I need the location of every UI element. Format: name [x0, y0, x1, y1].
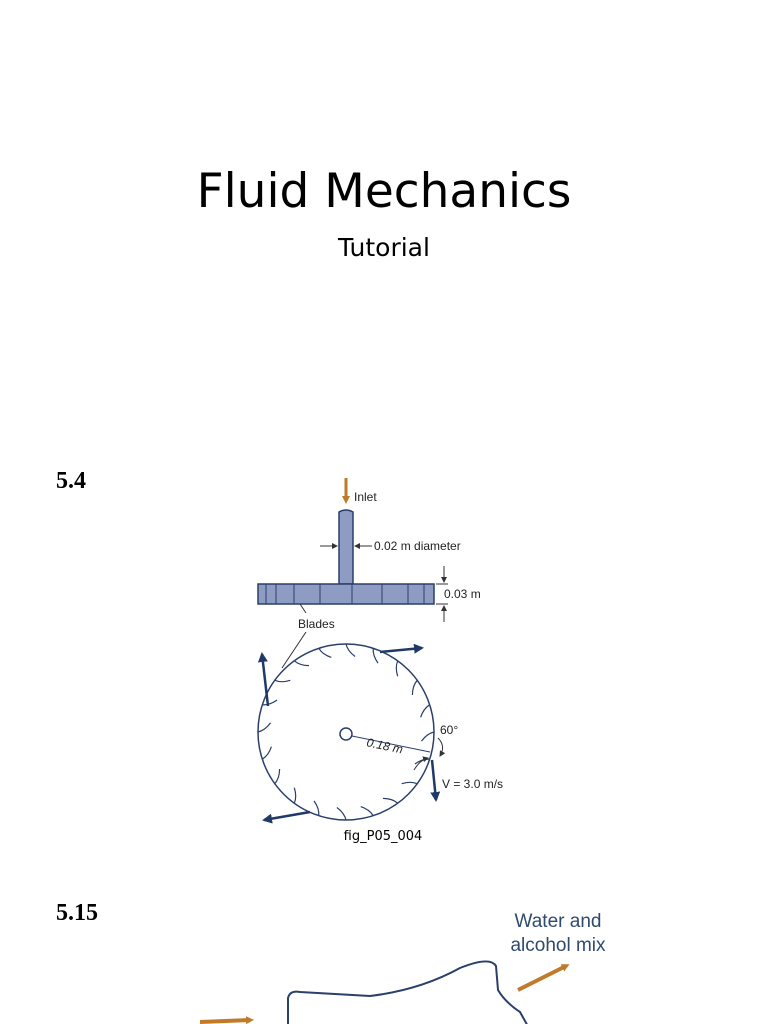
rotor-blades — [257, 643, 435, 821]
jet-arrow-right — [430, 759, 441, 802]
figure-caption: fig_P05_004 — [344, 829, 423, 844]
inlet-label: Inlet — [354, 490, 377, 504]
rotor-blade — [336, 807, 347, 821]
problem-number-5-15: 5.15 — [56, 900, 98, 926]
outlet-arrow-icon — [517, 964, 570, 992]
mixing-tank-outline — [287, 960, 528, 1024]
rotor-blade — [313, 800, 320, 816]
rotor-blade — [421, 731, 435, 742]
slide-title: Fluid Mechanics — [196, 164, 572, 219]
height-label: 0.03 m — [444, 587, 481, 601]
jet-arrow-bottom — [262, 810, 311, 824]
rotor-blade — [318, 647, 332, 658]
rotor-blade — [372, 648, 379, 664]
rotor-blade — [293, 660, 310, 667]
rotor-blade — [411, 679, 418, 696]
diameter-label: 0.02 m diameter — [374, 539, 461, 553]
velocity-label: V = 3.0 m/s — [442, 777, 503, 791]
rotor-blade — [345, 643, 356, 657]
rotor-blade — [360, 806, 374, 817]
rotor-blade — [293, 787, 297, 804]
jet-arrow-top — [379, 643, 424, 654]
rotor-hub — [339, 727, 353, 741]
rotor-blade — [382, 797, 399, 804]
rotor-blade — [261, 746, 272, 760]
rotor-blade — [257, 722, 271, 733]
rotor-blade — [262, 699, 278, 706]
mix-label-line2: alcohol mix — [510, 935, 606, 956]
angle-label: 60° — [440, 723, 458, 737]
problem-number-5-4: 5.4 — [56, 468, 86, 494]
slide-subtitle: Tutorial — [338, 233, 430, 262]
rotor-blade — [274, 679, 291, 683]
rotor-side-view — [257, 583, 435, 605]
rotor-blade — [274, 768, 281, 785]
blades-label: Blades — [298, 617, 335, 631]
inlet-arrow-5-15 — [199, 1016, 254, 1024]
figure-5-15: Water and alcohol mix — [199, 911, 606, 1024]
inlet-pipe — [338, 509, 354, 585]
jet-arrow-left — [257, 652, 270, 707]
rotor-blade — [401, 781, 418, 785]
rotor-blade — [420, 704, 431, 718]
figure-5-4: Inlet 0.02 m diameter 0.03 m Blades — [257, 478, 503, 844]
mix-label-line1: Water and — [515, 911, 602, 932]
rotor-blade — [395, 660, 399, 677]
